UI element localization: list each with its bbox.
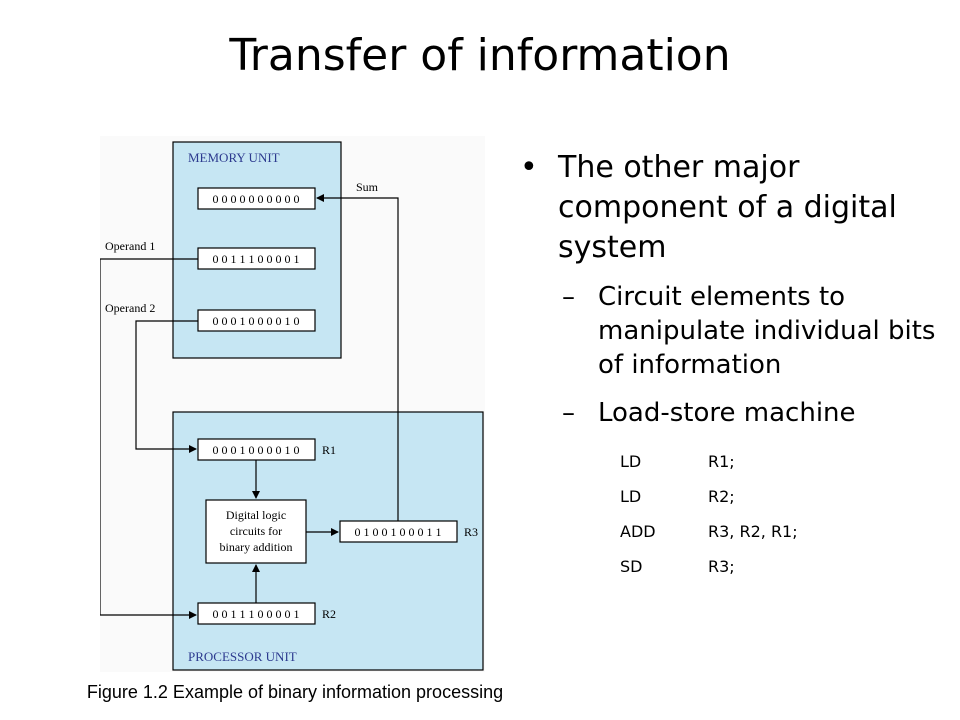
bullet-list: • The other major component of a digital… bbox=[520, 148, 940, 584]
instruction-op: ADD bbox=[620, 522, 656, 541]
operand-1-path bbox=[100, 258, 198, 619]
instruction-row: SD R3; bbox=[620, 549, 940, 584]
instruction-args: R3, R2, R1; bbox=[708, 522, 798, 541]
memory-word-0-box bbox=[197, 187, 316, 210]
register-r2-value: 0 0 1 1 1 0 0 0 0 1 bbox=[213, 607, 300, 621]
sub-bullet-1: – Circuit elements to manipulate individ… bbox=[520, 280, 940, 382]
instruction-op: LD bbox=[620, 487, 642, 506]
logic-box-line-1: Digital logic bbox=[226, 508, 286, 522]
logic-box-line-3: binary addition bbox=[220, 540, 293, 554]
logic-box-line-2: circuits for bbox=[230, 524, 282, 538]
memory-word-1: 0 0 1 1 1 0 0 0 0 1 bbox=[213, 252, 300, 266]
register-r3-label: R3 bbox=[464, 525, 478, 539]
memory-word-2: 0 0 0 1 0 0 0 0 1 0 bbox=[213, 314, 300, 328]
register-r3-value: 0 1 0 0 1 0 0 0 1 1 bbox=[355, 525, 442, 539]
instruction-op: LD bbox=[620, 452, 642, 471]
instruction-args: R3; bbox=[708, 557, 735, 576]
instruction-row: LD R2; bbox=[620, 479, 940, 514]
register-r2-label: R2 bbox=[322, 607, 336, 621]
main-bullet: • The other major component of a digital… bbox=[520, 148, 940, 268]
operand-2-path bbox=[135, 320, 198, 453]
main-bullet-text: The other major component of a digital s… bbox=[558, 150, 897, 265]
instruction-args: R1; bbox=[708, 452, 735, 471]
instruction-row: ADD R3, R2, R1; bbox=[620, 514, 940, 549]
sum-label: Sum bbox=[356, 180, 379, 194]
binary-processing-diagram: MEMORY UNIT PROCESSOR UNIT 0 0 0 0 0 0 0… bbox=[100, 141, 484, 671]
figure-caption: Figure 1.2 Example of binary information… bbox=[86, 682, 504, 702]
logic-circuit-box bbox=[205, 499, 307, 564]
instruction-op: SD bbox=[620, 557, 643, 576]
bullet-dash: – bbox=[562, 398, 575, 428]
sub-bullet-1-text: Circuit elements to manipulate individua… bbox=[598, 282, 936, 380]
operand-2-label: Operand 2 bbox=[105, 301, 155, 315]
instruction-args: R2; bbox=[708, 487, 735, 506]
instruction-list: LD R1; LD R2; ADD R3, R2, R1; SD R3; bbox=[620, 444, 940, 584]
instruction-row: LD R1; bbox=[620, 444, 940, 479]
processor-unit-label: PROCESSOR UNIT bbox=[188, 649, 297, 664]
operand-1-label: Operand 1 bbox=[105, 239, 155, 253]
memory-unit-label: MEMORY UNIT bbox=[188, 150, 280, 165]
slide-title: Transfer of information bbox=[229, 30, 731, 81]
sub-bullet-2: – Load-store machine bbox=[520, 396, 940, 430]
bullet-dot: • bbox=[520, 150, 538, 185]
register-r1-label: R1 bbox=[322, 443, 336, 457]
sub-bullet-2-text: Load-store machine bbox=[598, 398, 856, 428]
bullet-dash: – bbox=[562, 282, 575, 312]
sum-path bbox=[316, 194, 399, 521]
register-r1-value: 0 0 0 1 0 0 0 0 1 0 bbox=[213, 443, 300, 457]
memory-word-0: 0 0 0 0 0 0 0 0 0 0 bbox=[213, 192, 300, 206]
